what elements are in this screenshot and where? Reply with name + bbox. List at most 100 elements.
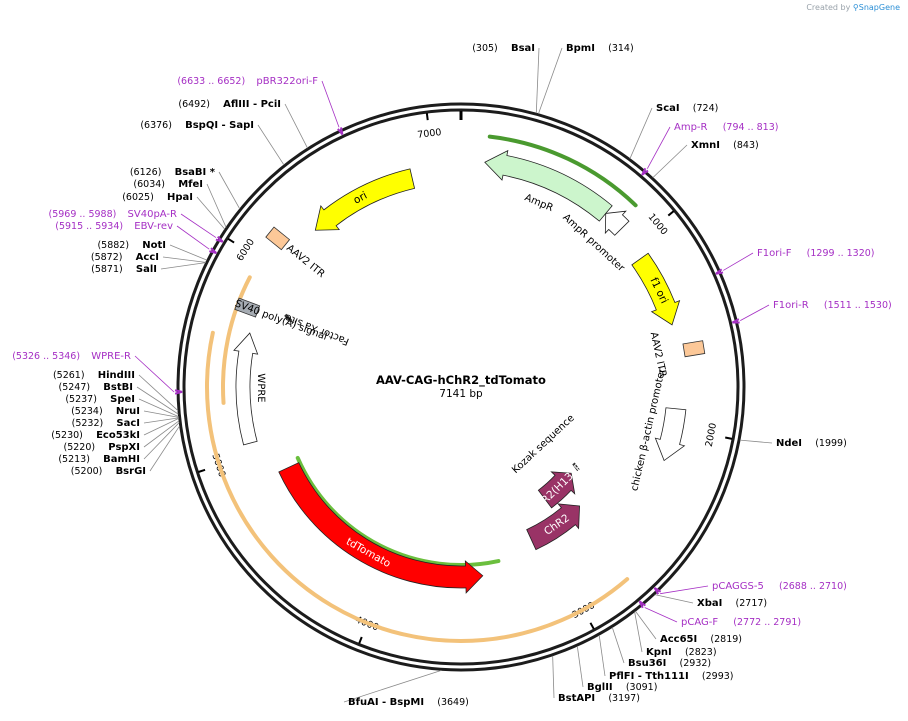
site-bstbi[interactable]: (5247) BstBI	[59, 382, 179, 415]
site-mfei[interactable]: (6034) MfeI	[133, 179, 227, 228]
site-bstapi[interactable]: BstAPI (3197)	[552, 655, 640, 704]
site-afliii-pcii[interactable]: (6492) AflIII - PciI	[178, 99, 308, 149]
site-hpai[interactable]: (6025) HpaI	[122, 192, 226, 230]
site-position: (5261)	[53, 370, 85, 381]
feature-label-ampr: AmpR	[523, 192, 555, 214]
site-leader	[160, 262, 206, 270]
site-bfuai-bspmi[interactable]: BfuAI - BspMI (3649)	[343, 669, 469, 708]
site-bamhi[interactable]: (5213) BamHI	[58, 422, 180, 465]
primer-pbr322ori-f[interactable]: (6633 .. 6652) pBR322ori-F	[177, 76, 344, 136]
site-label: NdeI (1999)	[776, 438, 847, 449]
site-name: BstAPI	[558, 693, 595, 704]
primer-sv40pa-r[interactable]: (5969 .. 5988) SV40pA-R	[49, 209, 224, 243]
feature-wpre[interactable]: WPRE	[233, 332, 266, 446]
site-leader	[143, 420, 180, 448]
feature-chicken-actin-promoter[interactable]: chicken β-actin promoter	[629, 367, 687, 493]
site-name: HpaI	[167, 192, 193, 203]
ruler-tick-4000	[358, 636, 363, 644]
ruler-label-1000: 1000	[646, 212, 670, 238]
site-bsrgi[interactable]: (5200) BsrGI	[71, 425, 180, 477]
site-position: (5237)	[65, 394, 97, 405]
site-leader	[138, 398, 179, 417]
site-name: AflIII - PciI	[223, 99, 281, 110]
primer-wpre-r[interactable]: (5326 .. 5346) WPRE-R	[12, 351, 183, 395]
feature-f1-ori[interactable]: f1 ori	[631, 252, 681, 326]
feature-mark-kozak-sequence	[572, 462, 580, 472]
site-kpni[interactable]: KpnI (2823)	[634, 611, 717, 658]
site-xmni[interactable]: XmnI (843)	[652, 140, 759, 178]
plasmid-name: AAV-CAG-hChR2_tdTomato	[376, 373, 546, 388]
primer-position: (5915 .. 5934)	[55, 221, 123, 232]
site-bspqi-sapi[interactable]: (6376) BspQI - SapI	[140, 120, 285, 166]
site-name: Eco53kI	[96, 430, 140, 441]
site-name: MfeI	[178, 179, 203, 190]
site-xbai[interactable]: XbaI (2717)	[654, 594, 768, 609]
primer-leader	[180, 213, 217, 238]
site-name: SalI	[136, 264, 157, 275]
primer-amp-r[interactable]: Amp-R (794 .. 813)	[641, 122, 778, 176]
site-leader	[136, 386, 179, 415]
primer-leader	[740, 304, 770, 321]
site-acc65i[interactable]: Acc65I (2819)	[635, 610, 742, 645]
feature-kozak-sequence-6[interactable]: Kozak sequence	[510, 413, 580, 476]
orf-band-inner-orange	[221, 275, 252, 405]
primer-leader	[646, 126, 671, 169]
site-leader	[206, 183, 227, 228]
credit-brand: SnapGene	[858, 3, 900, 12]
primer-ebv-rev[interactable]: (5915 .. 5934) EBV-rev	[55, 221, 217, 254]
plasmid-length: 7141 bp	[439, 388, 483, 400]
site-pflfi-tth111i[interactable]: PflFI - Tth111I (2993)	[598, 635, 734, 682]
feature-ampr[interactable]: AmpR	[484, 149, 613, 222]
site-scai[interactable]: ScaI (724)	[629, 103, 718, 159]
feature-box-aav2-itr	[682, 340, 706, 358]
site-bsabi[interactable]: (6126) BsaBI *	[130, 167, 241, 210]
site-name: BspQI - SapI	[185, 120, 254, 131]
site-nrui[interactable]: (5234) NruI	[71, 406, 179, 418]
site-acci[interactable]: (5872) AccI	[91, 252, 206, 263]
site-label: (6376) BspQI - SapI	[140, 120, 254, 131]
site-label: (5213) BamHI	[58, 454, 140, 465]
primer-label: pCAGGS-5 (2688 .. 2710)	[712, 581, 847, 592]
primer-leader	[644, 607, 678, 623]
site-noti[interactable]: (5882) NotI	[97, 240, 208, 261]
site-label: (5247) BstBI	[59, 382, 133, 393]
feature-label-kozak-sequence: Kozak sequence	[510, 413, 577, 476]
feature-ampr-promoter[interactable]: AmpR promoter	[560, 210, 630, 275]
primer-name: pCAG-F	[681, 617, 718, 628]
primer-f1ori-f[interactable]: F1ori-F (1299 .. 1320)	[715, 248, 875, 275]
site-name: BpmI	[566, 43, 595, 54]
feature-ori[interactable]: ori	[314, 168, 416, 231]
site-leader	[143, 422, 180, 460]
site-position: (3197)	[608, 693, 640, 704]
site-ndei[interactable]: NdeI (1999)	[739, 438, 847, 449]
site-bsai[interactable]: (305) BsaI	[472, 43, 540, 114]
site-eco53ki[interactable]: (5230) Eco53kI	[51, 417, 179, 441]
site-spei[interactable]: (5237) SpeI	[65, 394, 179, 417]
primer-position: (1511 .. 1530)	[824, 300, 892, 311]
site-saci[interactable]: (5232) SacI	[72, 417, 179, 429]
site-bsu36i[interactable]: Bsu36I (2932)	[611, 627, 711, 669]
primer-f1ori-r[interactable]: F1ori-R (1511 .. 1530)	[731, 300, 892, 324]
site-sali[interactable]: (5871) SalI	[91, 262, 206, 275]
site-label: ScaI (724)	[656, 103, 718, 114]
primer-leader	[176, 225, 210, 250]
feature-tdtomato[interactable]: tdTomato	[278, 462, 484, 594]
site-pspxi[interactable]: (5220) PspXI	[64, 420, 180, 453]
primer-pcaggs-5[interactable]: pCAGGS-5 (2688 .. 2710)	[653, 581, 847, 595]
site-bglii[interactable]: BglII (3091)	[576, 646, 657, 693]
primer-pcag-f[interactable]: pCAG-F (2772 .. 2791)	[638, 600, 802, 628]
site-label: (6025) HpaI	[122, 192, 193, 203]
primer-label: F1ori-F (1299 .. 1320)	[757, 248, 875, 259]
site-position: (6376)	[140, 120, 172, 131]
primer-position: (2772 .. 2791)	[733, 617, 801, 628]
primer-name: pBR322ori-F	[256, 76, 318, 87]
primer-mark	[731, 318, 740, 324]
site-hindiii[interactable]: (5261) HindIII	[53, 370, 179, 411]
site-position: (2717)	[736, 598, 768, 609]
ruler-label-6000: 6000	[235, 237, 257, 263]
feature-aav2-itr-13[interactable]: AAV2 ITR	[265, 226, 327, 280]
primer-mark	[209, 247, 217, 254]
site-bpmi[interactable]: BpmI (314)	[538, 43, 634, 114]
site-label: Acc65I (2819)	[660, 634, 742, 645]
